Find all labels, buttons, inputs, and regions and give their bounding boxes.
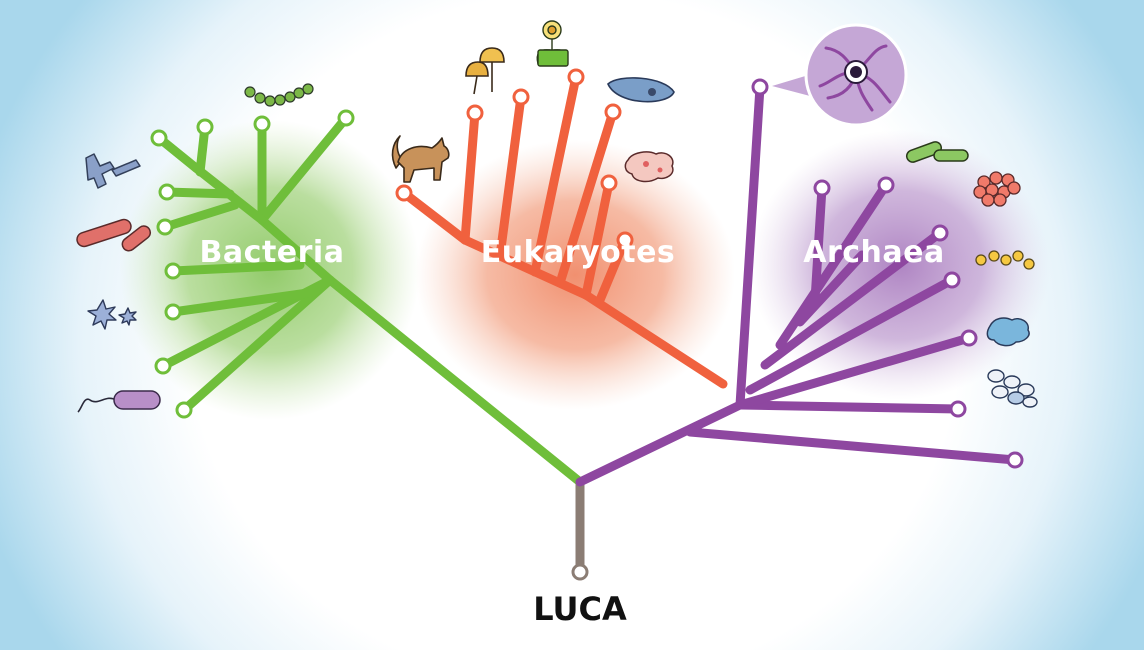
rod-archaea-icon — [905, 141, 969, 163]
leaf-node — [931, 224, 949, 242]
leaf-node — [751, 78, 769, 96]
leaf-node — [616, 231, 634, 249]
bacteria-label: Bacteria — [200, 235, 345, 270]
leaf-node — [604, 103, 622, 121]
branching-bacteria-icon — [85, 153, 141, 189]
leaf-node — [813, 179, 831, 197]
leaf-node — [567, 68, 585, 86]
leaf-node — [943, 271, 961, 289]
mushroom-icon — [465, 47, 505, 95]
leaf-node — [877, 176, 895, 194]
eukaryote-leaf-nodes — [395, 68, 634, 249]
leaf-node — [158, 183, 176, 201]
luca-root-node — [571, 563, 589, 581]
leaf-node — [960, 329, 978, 347]
eukaryotes-glow — [415, 140, 735, 410]
leaf-node — [150, 129, 168, 147]
bacteria-leaf-nodes — [150, 109, 355, 419]
leaf-node — [949, 400, 967, 418]
leaf-node — [253, 115, 271, 133]
star-bacteria-icon — [87, 299, 137, 330]
leaf-node — [466, 104, 484, 122]
eukaryotes-label: Eukaryotes — [481, 235, 676, 270]
chain-bacteria-icon — [244, 83, 314, 107]
eukaryote-branches — [399, 72, 728, 389]
leaf-node — [512, 88, 530, 106]
leaf-node — [600, 174, 618, 192]
archaea-branches — [575, 82, 1020, 487]
luca-label: LUCA — [533, 590, 627, 628]
cluster-archaea-icon — [973, 171, 1021, 207]
flower-icon — [536, 20, 569, 67]
virus-cell-magnified-icon — [772, 23, 908, 127]
flagellated-bacterium-icon — [77, 390, 161, 413]
leaf-node — [164, 303, 182, 321]
archaea-label: Archaea — [803, 235, 945, 270]
leaf-node — [395, 184, 413, 202]
leaf-node — [196, 118, 214, 136]
paramecium-icon — [607, 77, 675, 103]
leaf-node — [164, 262, 182, 280]
cocci-chain-archaea-icon — [975, 250, 1035, 270]
leaf-node — [1006, 451, 1024, 469]
leaf-node — [337, 109, 355, 127]
leaf-node — [156, 218, 174, 236]
lobed-archaea-icon — [986, 317, 1030, 347]
grape-cluster-archaea-icon — [987, 369, 1038, 408]
cat-icon — [391, 135, 450, 183]
leaf-node — [154, 357, 172, 375]
amoeba-icon — [624, 151, 674, 183]
bacteria-branches — [154, 113, 585, 487]
archaea-leaf-nodes — [751, 78, 1024, 469]
leaf-node — [175, 401, 193, 419]
rod-bacteria-icon — [76, 218, 152, 252]
